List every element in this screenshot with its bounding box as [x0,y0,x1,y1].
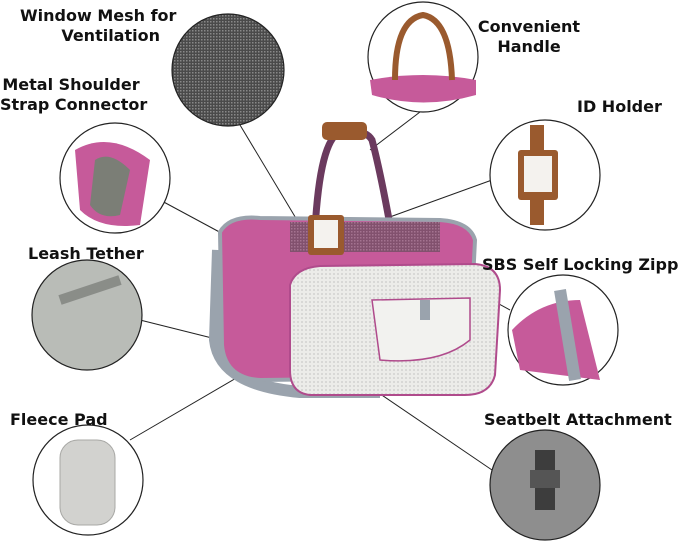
label-line: Ventilation [61,26,160,45]
label-seatbelt-attachment: Seatbelt Attachment [484,410,672,429]
label-line: Strap Connector [0,95,148,114]
label-line: Window Mesh for [20,6,177,25]
mesh-detail-circle [171,13,285,127]
label-line: Metal Shoulder [2,75,140,94]
label-sbs-zipper: SBS Self Locking Zipper [482,255,679,274]
leather-handle-wrap [322,122,367,140]
label-id-holder: ID Holder [577,97,662,116]
label-line: Convenient [477,17,581,36]
label-leash-tether: Leash Tether [28,244,144,263]
label-line: Handle [497,37,561,56]
leash-detail-circle [31,259,143,371]
label-fleece-pad: Fleece Pad [10,410,108,429]
